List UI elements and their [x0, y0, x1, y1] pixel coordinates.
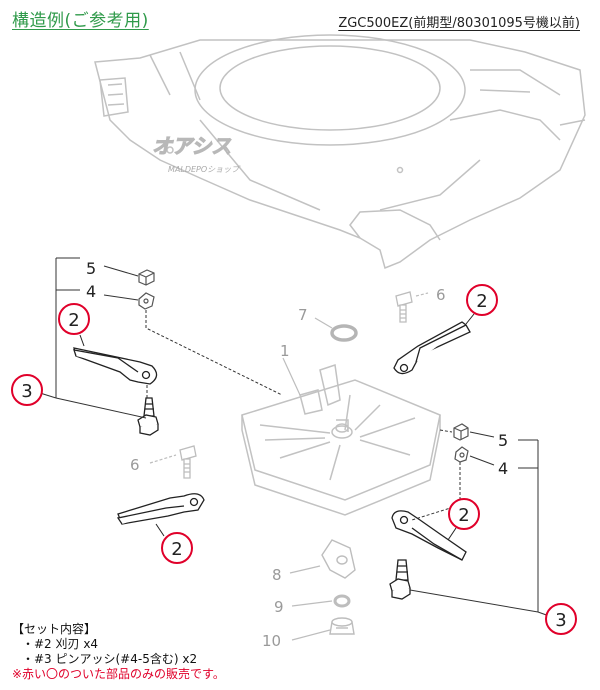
bracket-part: [321, 539, 356, 579]
pin-assembly-right: [389, 559, 411, 600]
callout-blade-top-left: 2: [58, 303, 90, 347]
set-contents-notes: 【セット内容】 ・#2 刈刃 x4 ・#3 ピンアッシ(#4-5含む) x2 ※…: [12, 622, 225, 682]
blade-bottom-right: [391, 510, 467, 561]
label-bracket: 8: [272, 566, 282, 584]
cap-part: [329, 617, 355, 635]
notes-item-pin: ・#3 ピンアッシ(#4-5含む) x2: [22, 652, 198, 666]
label-blade-top-left: 2: [68, 310, 79, 331]
callout-blade-bottom-left: 2: [155, 523, 193, 564]
label-washer-left: 4: [86, 282, 96, 301]
mower-deck-housing: [94, 34, 586, 270]
blade-bottom-left: [116, 493, 205, 525]
callout-pin-left: 3: [11, 374, 43, 406]
bolt-upper-right: [395, 291, 413, 323]
callout-pin-right: 3: [545, 603, 577, 635]
gasket-part: 7: [298, 306, 358, 342]
watermark-brand: オアシス: [152, 134, 231, 158]
notes-item-blade: ・#2 刈刃 x4: [22, 637, 99, 651]
label-spacer: 9: [274, 598, 284, 616]
label-blade-bottom-right: 2: [458, 505, 469, 526]
label-pin-left: 3: [21, 381, 32, 402]
label-bolt-left: 6: [130, 456, 140, 474]
leader-lines-left: [39, 257, 283, 419]
spacer-part: [333, 594, 351, 608]
nut-right: [453, 423, 469, 441]
label-nut-left: 5: [86, 259, 96, 278]
blade-top-right: [393, 321, 471, 375]
watermark-sub: MALDEPOショップ: [168, 165, 241, 174]
diagram-title: 構造例(ご参考用): [12, 11, 149, 31]
nut-left: [138, 269, 155, 286]
label-bolt-upper: 6: [436, 286, 446, 304]
label-blade-bottom-left: 2: [171, 539, 182, 560]
washer-right: [454, 446, 469, 463]
label-gasket: 7: [298, 306, 308, 324]
bolt-left: [179, 445, 197, 479]
pin-assembly-left: [137, 397, 159, 436]
washer-left: [138, 292, 155, 310]
model-label: ZGC500EZ(前期型/80301095号機以前): [338, 16, 580, 31]
label-washer-right: 4: [498, 459, 508, 478]
cutter-disc: [241, 364, 441, 516]
notes-warning: ※赤い〇のついた部品のみの販売です。: [12, 667, 225, 681]
label-nut-right: 5: [498, 431, 508, 450]
callout-blade-top-right: 2: [465, 284, 498, 325]
label-disc: 1: [280, 342, 290, 360]
label-pin-right: 3: [555, 610, 566, 631]
label-cap: 10: [262, 632, 281, 650]
blade-top-left: [73, 347, 158, 385]
notes-heading: 【セット内容】: [12, 622, 97, 636]
label-blade-top-right: 2: [476, 291, 487, 312]
callout-blade-bottom-right: 2: [447, 498, 480, 541]
watermark-logo: オアシス MALDEPOショップ: [151, 133, 241, 174]
